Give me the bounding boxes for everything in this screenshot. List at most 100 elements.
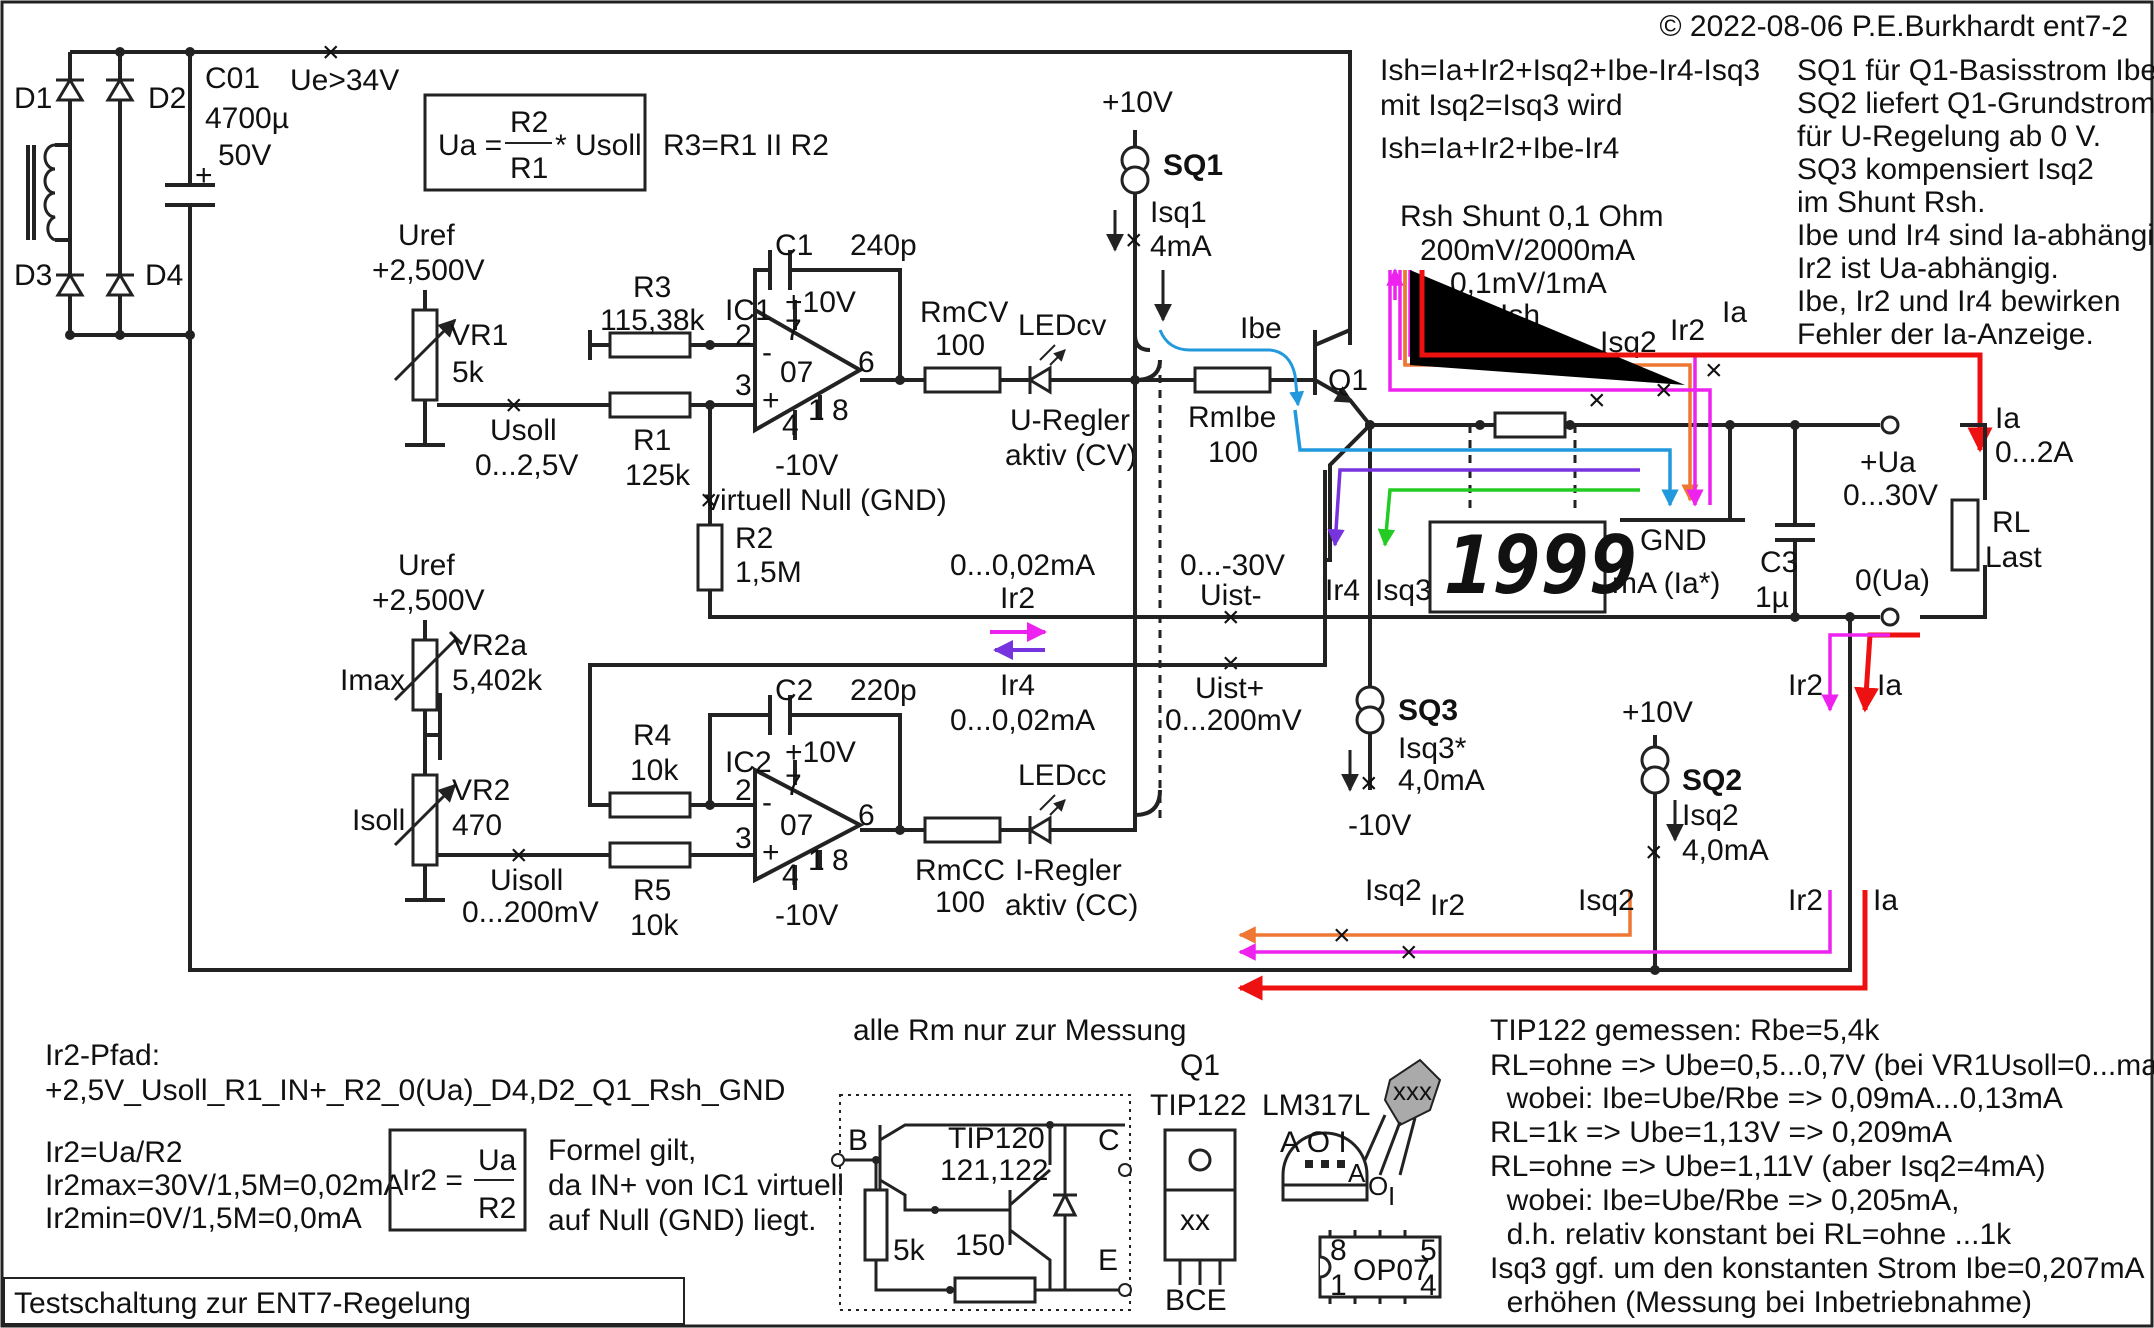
measure-point-isq2: × xyxy=(1645,836,1663,869)
label-ic2-type: 07 xyxy=(780,809,813,842)
formula-ua-num: R2 xyxy=(510,106,548,139)
inset-to92 xyxy=(1281,1058,1442,1202)
measure-point-ir2-top: × xyxy=(1655,374,1673,407)
label-uisoll-range: 0...200mV xyxy=(462,896,599,929)
label-tip-title2: 121,122 xyxy=(940,1154,1048,1187)
resistor-r2 xyxy=(696,523,1850,619)
label-rsh: Rsh Shunt 0,1 Ohm xyxy=(1400,200,1663,233)
formula-ish-2: mit Isq2=Isq3 wird xyxy=(1380,89,1623,122)
label-uist-minus-range: 0...-30V xyxy=(1180,549,1285,582)
label-inset-5k: 5k xyxy=(893,1234,926,1267)
label-uref-1: Uref xyxy=(398,219,455,252)
label-r2-val: 1,5M xyxy=(735,556,802,589)
diode-d3 xyxy=(55,272,85,297)
label-d4: D4 xyxy=(145,259,183,292)
label-to92-o: O xyxy=(1368,1171,1388,1201)
inset-dip8 xyxy=(1318,1230,1442,1304)
note-right-line: Fehler der Ia-Anzeige. xyxy=(1797,318,2094,351)
label-sq1: SQ1 xyxy=(1163,149,1223,182)
label-uref-v2: +2,500V xyxy=(372,584,485,617)
label-vr2-val: 470 xyxy=(452,809,502,842)
arrow-ibe-path xyxy=(1158,329,1305,407)
label-ir2-bottom-left: Ir2 xyxy=(1430,889,1465,922)
note-br-line: d.h. relativ konstant bei RL=ohne ...1k xyxy=(1490,1218,2012,1251)
label-c01-val: 4700µ xyxy=(205,102,289,135)
note-right-line: für U-Regelung ab 0 V. xyxy=(1797,120,2101,153)
diode-d1 xyxy=(55,77,85,102)
label-r4: R4 xyxy=(633,719,671,752)
note-br-line: RL=ohne => Ube=1,11V (aber Isq2=4mA) xyxy=(1490,1150,2046,1183)
label-to92-xxx: xxx xyxy=(1393,1076,1432,1106)
label-c01-volt: 50V xyxy=(218,139,271,172)
measure-point-uisoll: × xyxy=(510,839,528,872)
inset-to220 xyxy=(1163,1128,1237,1285)
opamp-ic1 xyxy=(705,250,925,525)
label-ic2-p8: 8 xyxy=(832,844,849,877)
potentiometer-vr1 xyxy=(393,290,610,447)
current-source-sq2 xyxy=(1640,735,1684,970)
note-br-line: wobei: Ibe=Ube/Rbe => 0,205mA, xyxy=(1490,1184,1959,1217)
label-aoi: A O I xyxy=(1280,1126,1347,1159)
label-ireg: I-Regler xyxy=(1015,854,1122,887)
label-r5-val: 10k xyxy=(630,909,679,942)
label-ureg: U-Regler xyxy=(1010,404,1130,437)
label-ic1-minus: - xyxy=(762,336,772,369)
measure-point-isq2-bottom: × xyxy=(1333,919,1351,952)
label-ua-zero: 0(Ua) xyxy=(1855,564,1930,597)
led-cc xyxy=(1027,330,1137,845)
label-isq3: Isq3* xyxy=(1398,732,1467,765)
label-uist-plus-range: 0...200mV xyxy=(1165,704,1302,737)
label-isq1-val: 4mA xyxy=(1150,230,1212,263)
label-ic2-p2: 2 xyxy=(735,774,752,807)
label-ia-right: Ia xyxy=(1877,669,1902,702)
label-ic1-vplus: +10V xyxy=(785,286,856,319)
label-ia-top: Ia xyxy=(1722,296,1747,329)
notes-bottom-right: TIP122 gemessen: Rbe=5,4k RL=ohne => Ube… xyxy=(1490,1014,2154,1319)
label-isq3-val: 4,0mA xyxy=(1398,764,1485,797)
led-cv xyxy=(1027,345,1135,395)
label-ic2-vplus: +10V xyxy=(785,736,856,769)
potentiometer-vr2 xyxy=(393,735,610,902)
label-dip-p1: 1 xyxy=(1330,1269,1347,1302)
label-ua-range: 0...30V xyxy=(1843,479,1938,512)
note-right-line: Ibe, Ir2 und Ir4 bewirken xyxy=(1797,285,2121,318)
label-rmibe: RmIbe xyxy=(1188,401,1276,434)
label-r3-val: 115,38k xyxy=(600,304,706,337)
label-ic2-p1: 1 xyxy=(808,844,825,877)
label-sq1-v: +10V xyxy=(1102,86,1173,119)
label-dip-op07: OP07 xyxy=(1353,1254,1430,1287)
label-dip-p4: 4 xyxy=(1420,1269,1437,1302)
label-dip-p8: 8 xyxy=(1330,1234,1347,1267)
label-rmcv: RmCV xyxy=(920,296,1008,329)
label-ir2-right: Ir2 xyxy=(1788,669,1823,702)
label-ia-out: Ia xyxy=(1995,402,2020,435)
label-isq2: Isq2 xyxy=(1682,799,1739,832)
notes-left: Ir2-Pfad: +2,5V_Usoll_R1_IN+_R2_0(Ua)_D4… xyxy=(45,1039,785,1235)
label-ic2-vminus: -10V xyxy=(775,899,838,932)
measure-point-vnull: × xyxy=(700,484,718,517)
label-c2-val: 220p xyxy=(850,674,917,707)
label-ic1-p1: 1 xyxy=(808,394,825,427)
label-ic2-p4: 4 xyxy=(782,859,799,892)
label-sq3: SQ3 xyxy=(1398,694,1458,727)
note-left-line: Ir2-Pfad: xyxy=(45,1039,160,1072)
resistor-rmibe xyxy=(1193,366,1272,394)
label-vr2a: VR2a xyxy=(452,629,527,662)
label-ic1: IC1 xyxy=(725,294,772,327)
path-ir2-right xyxy=(1821,633,1890,712)
label-d2: D2 xyxy=(148,82,186,115)
opamp-ic2 xyxy=(705,695,925,890)
label-ledcv: LEDcv xyxy=(1018,309,1106,342)
capacitor-c3 xyxy=(1775,425,1815,617)
label-ledcc: LEDcc xyxy=(1018,759,1106,792)
note-right-line: im Shunt Rsh. xyxy=(1797,186,1985,219)
label-to92-i: I xyxy=(1388,1181,1395,1211)
label-ir4-mid: Ir4 xyxy=(1000,669,1035,702)
label-c01: C01 xyxy=(205,62,260,95)
formula-note-line: auf Null (GND) liegt. xyxy=(548,1204,816,1237)
label-virtual-null: virtuell Null (GND) xyxy=(705,484,947,517)
terminal-zero-ua xyxy=(1880,607,1900,627)
label-ic1-plus: + xyxy=(762,384,780,417)
label-c2: C2 xyxy=(775,674,813,707)
